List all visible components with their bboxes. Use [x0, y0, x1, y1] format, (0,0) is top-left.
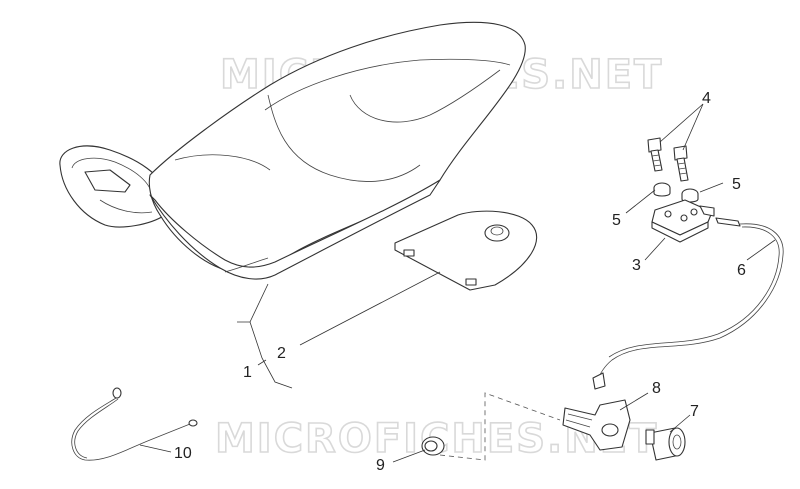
callout-9: 9: [376, 457, 385, 474]
seat-cover-plate-part: [394, 210, 538, 291]
callout-4: 4: [702, 90, 711, 107]
callout-5-left: 5: [612, 212, 621, 229]
callout-6: 6: [737, 262, 746, 279]
callout-5-right: 5: [732, 176, 741, 193]
callout-3: 3: [632, 257, 641, 274]
callout-10: 10: [174, 445, 192, 462]
release-cable-part: [592, 217, 784, 390]
spacer-part-left: [653, 182, 671, 197]
callout-8: 8: [652, 380, 661, 397]
screws-part: [647, 137, 689, 182]
callout-1: 1: [243, 364, 252, 381]
wire-part: [71, 387, 198, 461]
callout-7: 7: [690, 403, 699, 420]
key-plate-part: [562, 399, 631, 451]
assembly-dash-line: [439, 392, 561, 461]
ring-nut-part: [421, 436, 445, 456]
callout-2: 2: [277, 345, 286, 362]
lock-bracket-part: [651, 199, 715, 243]
lock-barrel-part: [645, 427, 686, 461]
seat-part: [59, 21, 526, 280]
leader-lines: [139, 103, 776, 463]
